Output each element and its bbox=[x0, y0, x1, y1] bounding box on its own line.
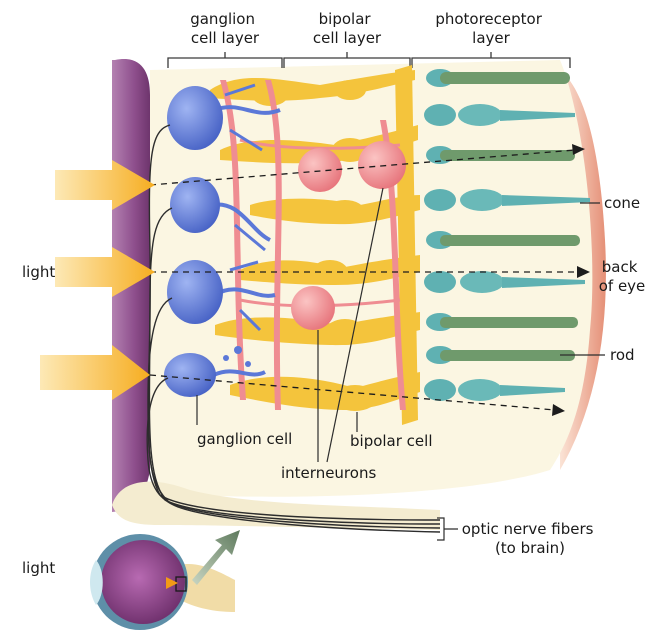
ganglion-soma-4 bbox=[164, 353, 216, 397]
label-ganglion-cell-layer: ganglion cell layer bbox=[190, 10, 260, 47]
label-photoreceptor-layer: photoreceptor layer bbox=[435, 10, 546, 47]
label-bipolar-cell: bipolar cell bbox=[350, 432, 433, 450]
ganglion-soma-2 bbox=[170, 177, 220, 233]
label-bipolar-cell-layer: bipolar cell layer bbox=[313, 10, 382, 47]
label-optic-nerve-fibers: optic nerve fibers (to brain) bbox=[462, 520, 599, 557]
ganglion-soma-1 bbox=[167, 86, 223, 150]
label-ganglion-cell: ganglion cell bbox=[197, 430, 292, 448]
ganglion-soma-3 bbox=[167, 260, 223, 324]
label-rod: rod bbox=[610, 346, 635, 364]
eye-inset bbox=[20, 530, 240, 630]
interneuron-soma-3 bbox=[291, 286, 335, 330]
interneuron-soma-2 bbox=[358, 141, 406, 189]
label-cone: cone bbox=[604, 194, 640, 212]
label-light-eye: light bbox=[22, 559, 55, 577]
label-light: light bbox=[22, 263, 55, 281]
label-back-of-eye: back of eye bbox=[599, 258, 646, 295]
label-interneurons: interneurons bbox=[281, 464, 376, 482]
interneuron-soma-1 bbox=[298, 148, 342, 192]
